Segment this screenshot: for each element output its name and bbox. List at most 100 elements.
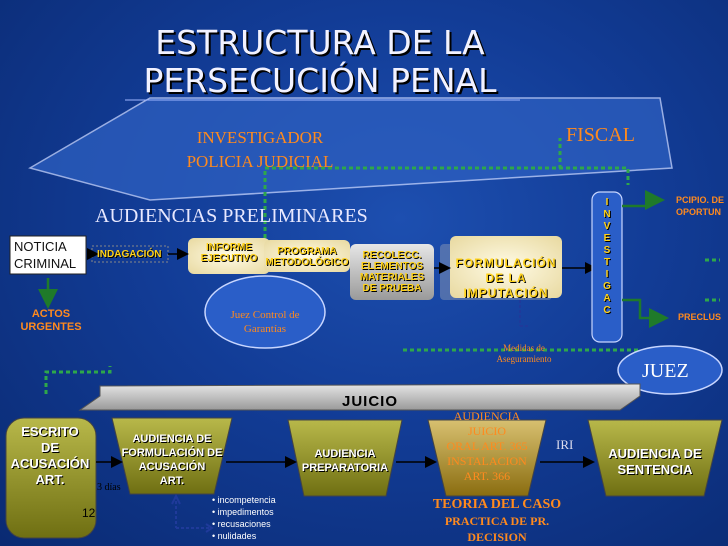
programa-metodologico-label: PROGRAMA METODOLÓGICO [264,246,350,268]
investigador-text: INVESTIGADOR [196,128,324,147]
noticia-text: NOTICIA [14,239,67,254]
aud-preparatoria-shape [287,419,403,497]
actos-text: ACTOS [31,308,71,320]
aud-juicio-line: JUICIO [468,424,506,438]
investiga-letter: V [603,221,611,232]
practica-text: PRACTICA DE PR. [444,514,550,528]
investiga-bar [591,191,623,343]
aud-preparatoria-line: AUDIENCIA [314,448,376,460]
juicio-label: JUICIO [341,393,398,410]
dotted-connector-escrito [44,366,112,394]
aud-sentencia-line: SENTENCIA [617,462,693,477]
aud-sentencia-label: AUDIENCIA DE SENTENCIA [592,446,718,478]
juez-label: JUEZ [642,360,689,382]
ejecutivo-text: EJECUTIVO [200,253,258,264]
materiales-text: MATERIALES [359,272,425,283]
investiga-letter: T [603,257,611,268]
escrito-line: ACUSACIÓN [10,456,90,471]
escrito-line: DE [40,440,60,455]
noticia-criminal-box: NOTICIA CRIMINAL [12,238,84,274]
diamond-shape [28,97,673,201]
dotted-connector-investiga [265,166,630,185]
investiga-letter: N [603,209,611,220]
formulacion-imputacion-label: FORMULACIÓN DE LA IMPUTACIÓN [450,256,562,301]
teoria-caso-label: TEORIA DEL CASO PRACTICA DE PR. DECISION [412,496,582,545]
escrito-acusacion-label: ESCRITO DE ACUSACIÓN ART. [2,424,98,488]
investigador-label: INVESTIGADOR POLICIA JUDICIAL [170,126,350,174]
escrito-line: ESCRITO [21,424,79,439]
aud-juicio-line: ORAL ART. 365 [446,439,528,453]
fiscal-label: FISCAL [566,124,635,146]
aud-juicio-line: AUDIENCIA [453,409,521,423]
escrito-shape [5,417,97,539]
indagacion-label: INDAGACIÓN [97,249,162,260]
recolecc-box-shape [350,244,434,300]
recolecc-text: RECOLECC. [362,250,422,261]
investiga-letter: I [605,269,609,280]
teoria-text: TEORIA DEL CASO [432,497,562,512]
juez-control-label: Juez Control de Garantías [220,308,310,336]
aud-formulacion-line: AUDIENCIA DE [132,433,212,445]
investiga-letters: I N V E S T I G A C [600,197,614,317]
urgentes-text: URGENTES [20,321,82,333]
aud-juicio-line: INSTALACION [447,454,527,468]
investiga-letter: E [603,233,611,244]
actos-urgentes-label: ACTOS URGENTES [18,308,84,334]
imputacion-text: IMPUTACIÓN [463,286,549,300]
aseguramiento-text: Aseguramiento [496,354,552,364]
aud-juicio-shape [427,419,547,497]
iri-label: IRI [556,437,574,452]
aud-preparatoria-line: PREPARATORIA [301,462,389,474]
informe-text: INFORME [205,242,253,253]
list-item: impedimentos [212,506,276,518]
informe-box-shape [188,238,270,274]
aud-sentencia-line: AUDIENCIA DE [608,446,702,461]
investiga-letter: A [603,293,611,304]
aud-preparatoria-label: AUDIENCIA PREPARATORIA [288,447,402,475]
page-title: ESTRUCTURA DE LA PERSECUCIÓN PENAL [100,24,540,100]
metodologico-text: METODOLÓGICO [265,257,349,268]
pcipio-oportunidad-label: PCIPIO. DE OPORTUN [676,194,724,218]
investiga-letter: S [603,245,611,256]
list-item: recusaciones [212,518,276,530]
escrito-line: ART. [35,472,65,487]
formulacion-text: FORMULACIÓN [455,256,557,270]
aud-juicio-label: AUDIENCIA JUICIO ORAL ART. 365 INSTALACI… [428,409,546,484]
aud-formulacion-line: ART. [159,475,185,487]
aud-formulacion-label: AUDIENCIA DE FORMULACIÓN DE ACUSACIÓN AR… [112,432,232,488]
recolecc-label: RECOLECC. ELEMENTOS MATERIALES DE PRUEBA [350,250,434,294]
programa-text: PROGRAMA [277,246,337,257]
aud-sentencia-shape [587,419,723,497]
investiga-letter: G [603,281,611,292]
garantias-text: Garantías [243,323,287,335]
title-line-1: ESTRUCTURA DE LA [155,23,485,62]
medidas-label: Medidas de Aseguramiento [490,343,558,365]
aud-juicio-line: ART. 366 [463,469,511,483]
medidas-text: Medidas de [503,343,545,353]
criminal-text: CRIMINAL [14,256,77,271]
informe-ejecutivo-label: INFORME EJECUTIVO [188,242,270,264]
programa-box-shape [264,240,350,272]
formulacion-box-shape [450,236,562,298]
juez-control-circle [204,275,326,349]
title-line-2: PERSECUCIÓN PENAL [143,61,497,100]
tres-dias-label: 3 días [97,482,121,493]
aud-formulacion-line: FORMULACIÓN DE [121,447,223,459]
preclusion-label: PRECLUS [678,312,722,322]
juez-oval [617,345,723,395]
pcipio-text: PCIPIO. DE [676,195,725,205]
causales-list: incompetencia impedimentos recusaciones … [212,494,276,542]
elementos-text: ELEMENTOS [360,261,424,272]
audiencias-preliminares-label: AUDIENCIAS PRELIMINARES [95,205,368,227]
oportun-text: OPORTUN [676,207,721,217]
page-number: 12 [82,506,96,520]
list-item: nulidades [212,530,276,542]
investiga-letter: C [603,305,611,316]
list-item: incompetencia [212,494,276,506]
investiga-letter: I [605,197,609,208]
policia-text: POLICIA JUDICIAL [186,152,334,171]
juicio-bar [78,383,641,411]
juez-control-text: Juez Control de [230,309,300,321]
